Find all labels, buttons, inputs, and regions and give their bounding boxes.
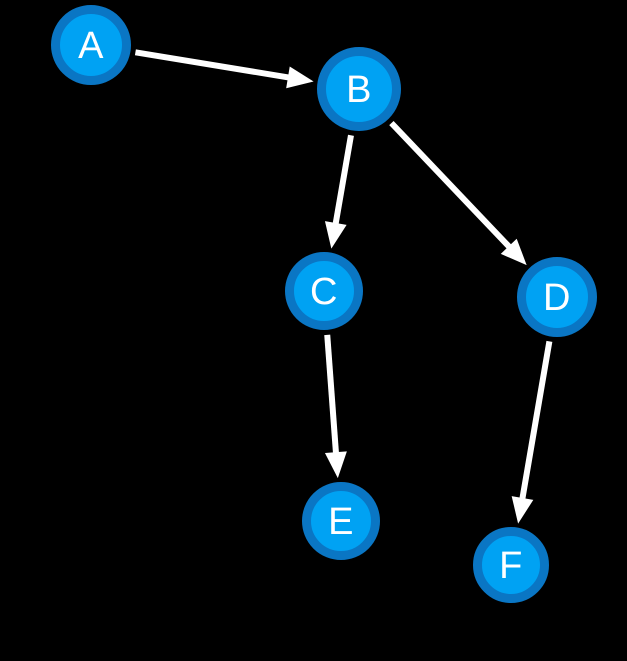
graph-edge-b-c: B to C bbox=[324, 134, 354, 249]
graph-node-d[interactable]: D bbox=[517, 257, 597, 337]
node-circle[interactable] bbox=[51, 5, 131, 85]
arrowhead-icon bbox=[286, 66, 314, 89]
graph-node-a[interactable]: A bbox=[51, 5, 131, 85]
edge-line bbox=[324, 334, 340, 455]
edge-line bbox=[134, 49, 291, 81]
graph-edge-a-b: A to B bbox=[134, 49, 314, 89]
arrowhead-icon bbox=[511, 496, 534, 524]
graph-node-c[interactable]: C bbox=[285, 252, 363, 330]
graph-node-f[interactable]: F bbox=[473, 527, 549, 603]
node-label: C bbox=[310, 271, 338, 313]
graph-edge-b-d: B to D bbox=[389, 120, 527, 266]
node-circle[interactable] bbox=[517, 257, 597, 337]
node-label: A bbox=[78, 25, 104, 67]
node-circle[interactable] bbox=[473, 527, 549, 603]
edge-line bbox=[519, 340, 553, 501]
node-label: D bbox=[543, 277, 571, 319]
edges-layer: A to B B to C B to D C to E D to F bbox=[134, 49, 553, 524]
edge-line bbox=[389, 120, 513, 250]
graph-node-b[interactable]: B bbox=[317, 47, 401, 131]
graph-node-e[interactable]: E bbox=[302, 482, 380, 560]
nodes-layer: A B C D E F bbox=[51, 5, 597, 603]
node-circle[interactable] bbox=[302, 482, 380, 560]
node-label: B bbox=[346, 69, 372, 111]
node-circle[interactable] bbox=[285, 252, 363, 330]
node-label: F bbox=[499, 545, 523, 587]
arrowhead-icon bbox=[324, 451, 347, 479]
graph-edge-c-e: C to E bbox=[324, 334, 347, 479]
node-label: E bbox=[328, 501, 354, 543]
edge-line bbox=[332, 134, 354, 226]
node-circle[interactable] bbox=[317, 47, 401, 131]
graph-edge-d-f: D to F bbox=[511, 340, 553, 524]
arrowhead-icon bbox=[500, 238, 527, 266]
arrowhead-icon bbox=[324, 221, 347, 249]
